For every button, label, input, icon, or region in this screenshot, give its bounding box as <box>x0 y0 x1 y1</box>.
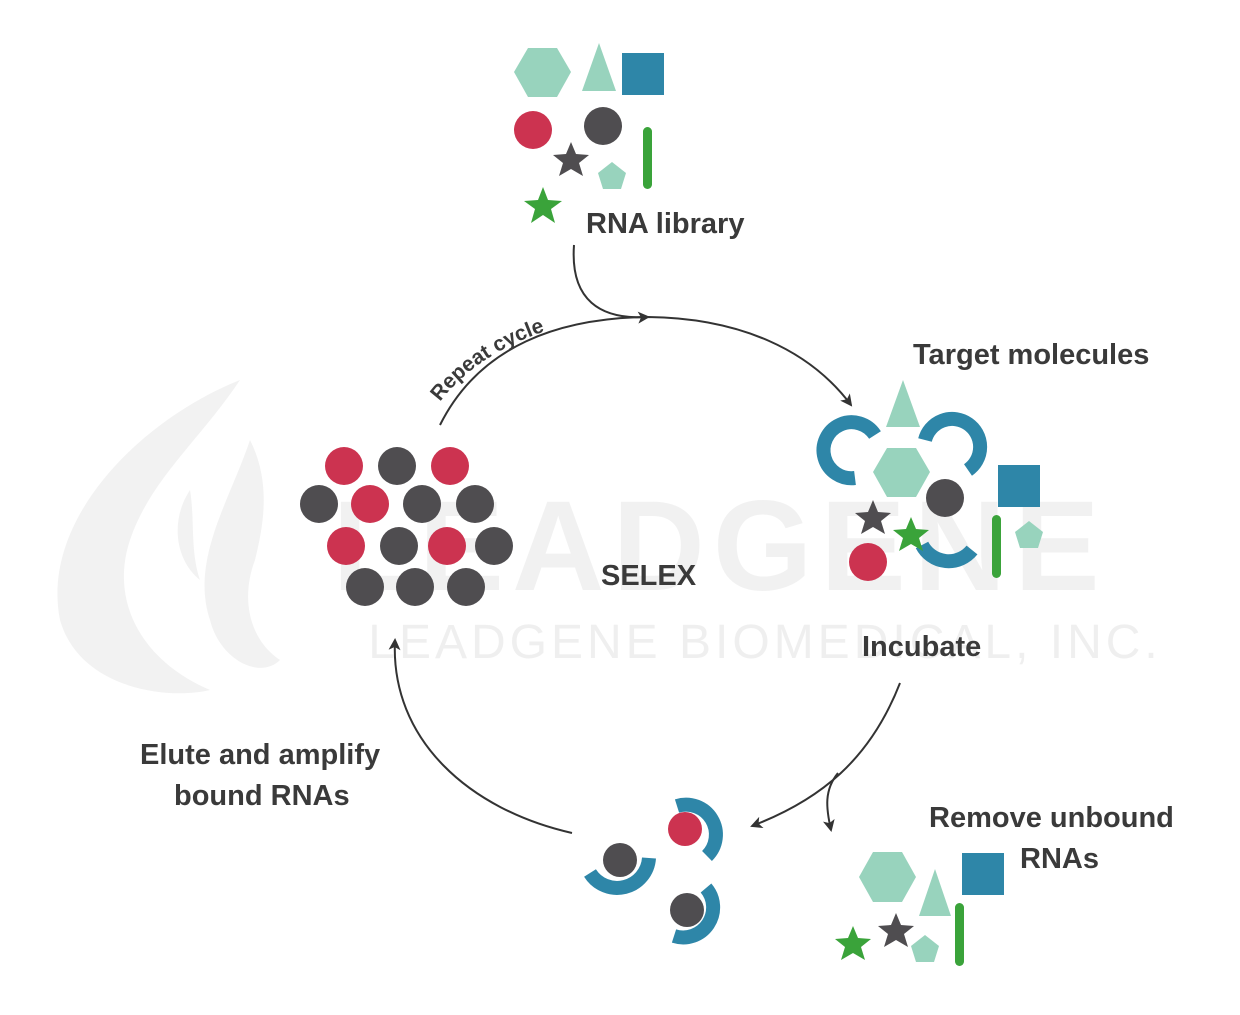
gray-circle-icon <box>447 568 485 606</box>
green-bar-icon <box>643 127 652 189</box>
elute-label-line1: Elute and amplify <box>140 739 380 771</box>
gray-circle-icon <box>603 843 637 877</box>
green-star-icon <box>524 187 562 223</box>
elute-label-line2: bound RNAs <box>174 780 350 812</box>
bound-complexes <box>584 797 723 945</box>
triangle-icon <box>886 380 920 427</box>
triangle-icon <box>919 869 951 916</box>
gray-circle-icon <box>346 568 384 606</box>
hexagon-icon <box>859 852 916 902</box>
watermark-company: LEADGENE BIOMEDICAL, INC. <box>368 616 1162 669</box>
gray-circle-icon <box>670 893 704 927</box>
arrow-remove-unbound <box>822 772 839 832</box>
enriched-rna-pool <box>300 447 513 606</box>
gray-star-icon <box>878 913 914 947</box>
red-circle-icon <box>325 447 363 485</box>
unbound-rna-cluster <box>835 852 1004 966</box>
red-circle-icon <box>428 527 466 565</box>
red-circle-icon <box>431 447 469 485</box>
arrow-library-to-cycle <box>572 244 650 324</box>
hexagon-icon <box>873 448 930 497</box>
bound-receptor <box>674 797 723 861</box>
square-icon <box>622 53 664 95</box>
bound-receptor <box>671 883 721 945</box>
arrow-elute-to-pool <box>388 638 573 834</box>
bound-receptor <box>584 857 656 895</box>
arrow-incubate-to-bound <box>750 682 901 829</box>
green-star-icon <box>893 517 929 551</box>
hexagon-icon <box>514 48 571 97</box>
red-circle-icon <box>514 111 552 149</box>
pentagon-icon <box>598 162 626 189</box>
repeat-cycle-text: Repeat cycle <box>426 314 547 405</box>
green-bar-icon <box>992 515 1001 578</box>
target-receptor-top-right <box>918 411 988 476</box>
red-circle-icon <box>849 543 887 581</box>
red-circle-icon <box>327 527 365 565</box>
watermark-flame-logo <box>57 380 280 694</box>
red-circle-icon <box>668 812 702 846</box>
incubate-label: Incubate <box>862 631 981 663</box>
gray-circle-icon <box>403 485 441 523</box>
remove-unbound-label-line2: RNAs <box>1020 843 1099 875</box>
red-circle-icon <box>351 485 389 523</box>
rna-library-label: RNA library <box>586 208 744 240</box>
green-star-icon <box>835 926 871 960</box>
gray-circle-icon <box>926 479 964 517</box>
gray-circle-icon <box>584 107 622 145</box>
target-molecules-label: Target molecules <box>913 339 1149 371</box>
gray-star-icon <box>553 142 589 176</box>
gray-circle-icon <box>378 447 416 485</box>
repeat-cycle-label: Repeat cycle <box>426 314 547 405</box>
target-receptor-bottom <box>915 541 978 569</box>
gray-circle-icon <box>456 485 494 523</box>
rna-library-cluster <box>514 43 664 223</box>
target-molecules-cluster <box>816 380 1043 581</box>
target-receptor-top-left <box>816 415 881 486</box>
gray-star-icon <box>855 500 891 534</box>
gray-circle-icon <box>300 485 338 523</box>
square-icon <box>998 465 1040 507</box>
gray-circle-icon <box>380 527 418 565</box>
square-icon <box>962 853 1004 895</box>
pentagon-icon <box>911 935 939 962</box>
pentagon-icon <box>1015 521 1043 548</box>
remove-unbound-label-line1: Remove unbound <box>929 802 1174 834</box>
triangle-icon <box>582 43 616 91</box>
cycle-arrows <box>388 244 901 834</box>
arrow-repeat-to-target <box>439 315 853 426</box>
gray-circle-icon <box>396 568 434 606</box>
green-bar-icon <box>955 903 964 966</box>
gray-circle-icon <box>475 527 513 565</box>
selex-label: SELEX <box>601 560 697 592</box>
